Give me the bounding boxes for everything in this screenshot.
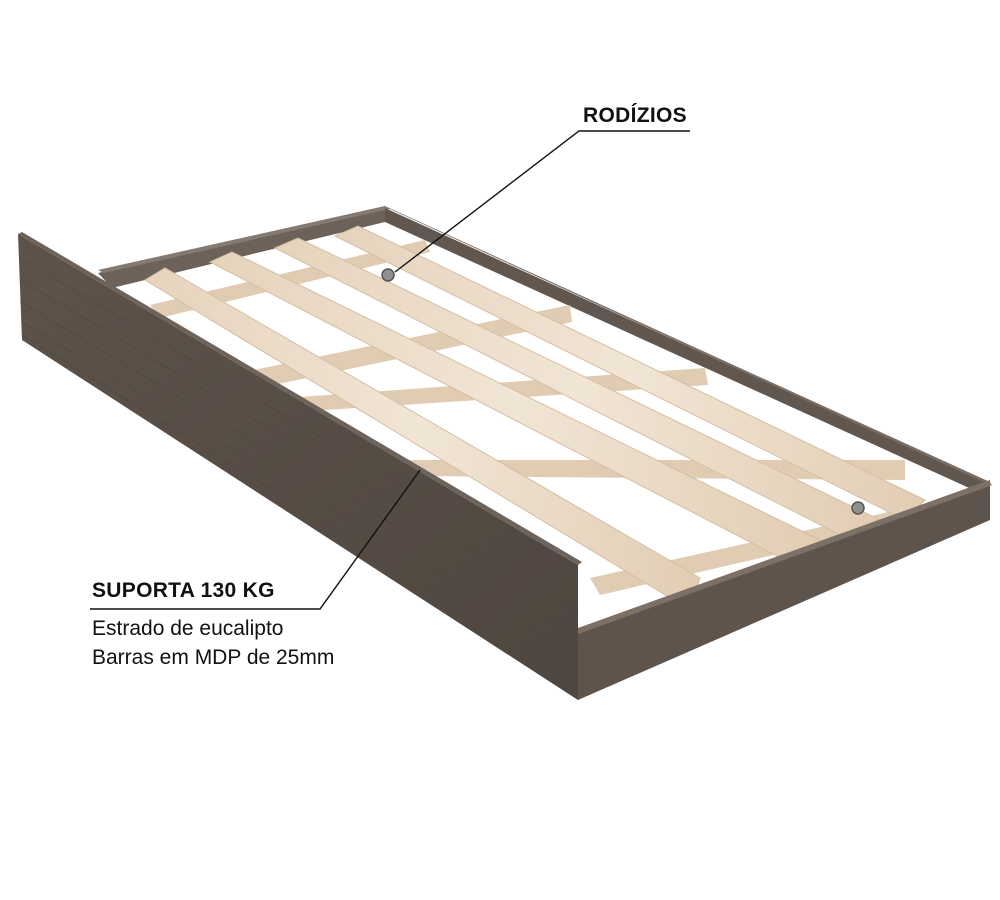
front-panel-edge	[18, 232, 582, 565]
back-rail-top	[98, 206, 390, 273]
leader-lines	[90, 130, 690, 610]
rodizios-leader-line	[394, 130, 690, 273]
slat-material-text: Estrado de eucalipto	[92, 617, 284, 640]
slats	[144, 225, 926, 611]
front-bottom-rail	[578, 484, 990, 700]
suporta-leader-line	[90, 469, 421, 610]
front-panel-grain	[19, 257, 579, 679]
caster-icon	[381, 268, 865, 515]
right-rail	[385, 208, 990, 492]
front-panel	[18, 234, 578, 700]
front-bottom-rail-top	[578, 480, 990, 634]
slat-1	[144, 267, 701, 611]
bar-material-text: Barras em MDP de 25mm	[92, 646, 335, 669]
casters-label: RODÍZIOS	[583, 104, 687, 127]
right-rail-top	[385, 206, 992, 486]
support-capacity-label: SUPORTA 130 KG	[92, 579, 275, 602]
slat-4	[333, 225, 926, 521]
slat-2	[208, 251, 821, 569]
back-rail	[98, 208, 385, 288]
